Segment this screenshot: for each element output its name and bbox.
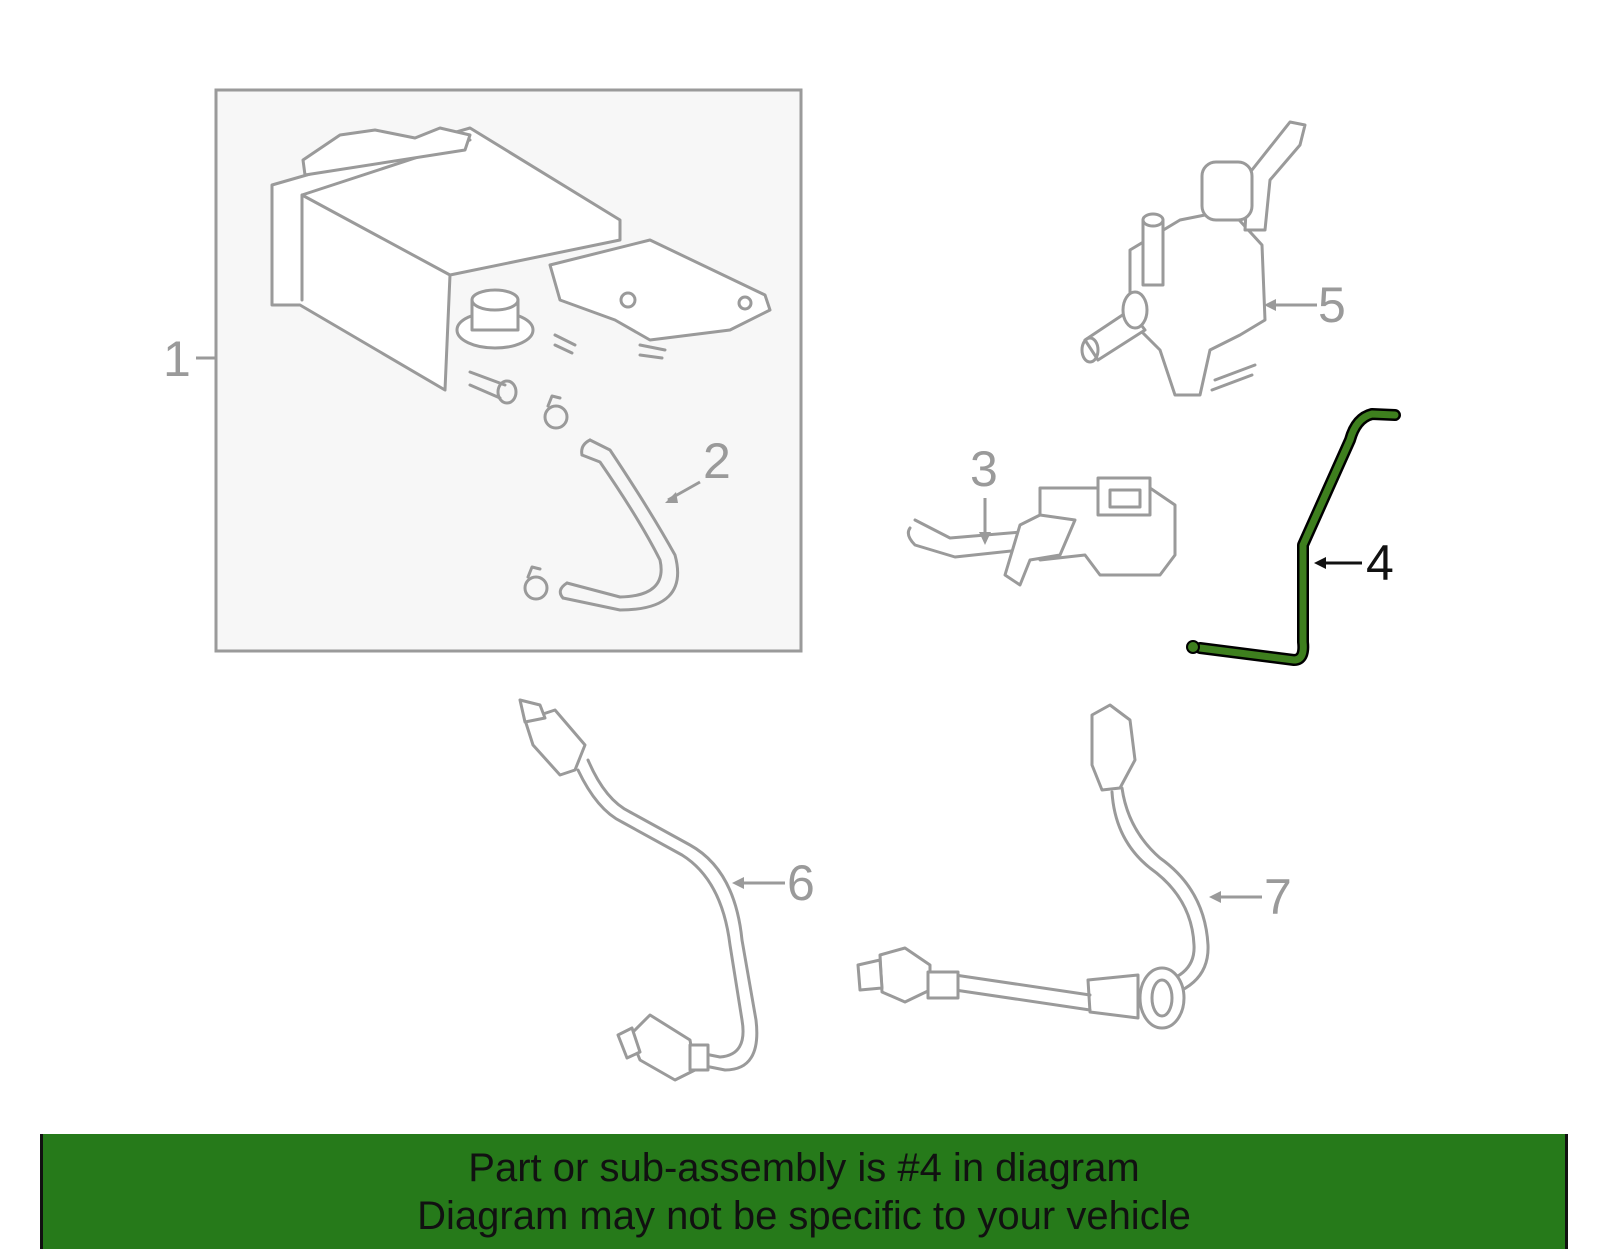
part-5-solenoid-valve[interactable] (1080, 120, 1307, 397)
callout-7-arrowhead (1209, 891, 1221, 903)
part-4-hose-highlighted[interactable] (1186, 408, 1401, 666)
part-1-canister-assembly[interactable] (214, 88, 803, 653)
callout-6[interactable]: 6 (787, 855, 815, 911)
part-2-hose-with-clamps[interactable] (523, 394, 680, 612)
callout-7[interactable]: 7 (1264, 869, 1292, 925)
callout-4-arrowhead (1314, 557, 1326, 569)
callout-4[interactable]: 4 (1366, 535, 1394, 591)
callout-3-arrowhead (979, 532, 991, 545)
callout-2[interactable]: 2 (703, 433, 731, 489)
info-banner: Part or sub-assembly is #4 in diagram Di… (40, 1134, 1568, 1249)
callout-2-arrowhead (665, 492, 678, 503)
part-3-valve[interactable] (906, 476, 1177, 587)
part-6-oxygen-sensor[interactable] (518, 698, 759, 1082)
callout-3[interactable]: 3 (970, 441, 998, 497)
callout-5-arrowhead (1264, 299, 1276, 311)
callout-6-arrowhead (732, 877, 744, 889)
part-7-oxygen-sensor[interactable] (856, 703, 1210, 1030)
callout-1[interactable]: 1 (163, 331, 191, 387)
callout-5[interactable]: 5 (1318, 277, 1346, 333)
banner-line-part-number: Part or sub-assembly is #4 in diagram (468, 1146, 1140, 1190)
banner-line-disclaimer: Diagram may not be specific to your vehi… (417, 1194, 1191, 1238)
